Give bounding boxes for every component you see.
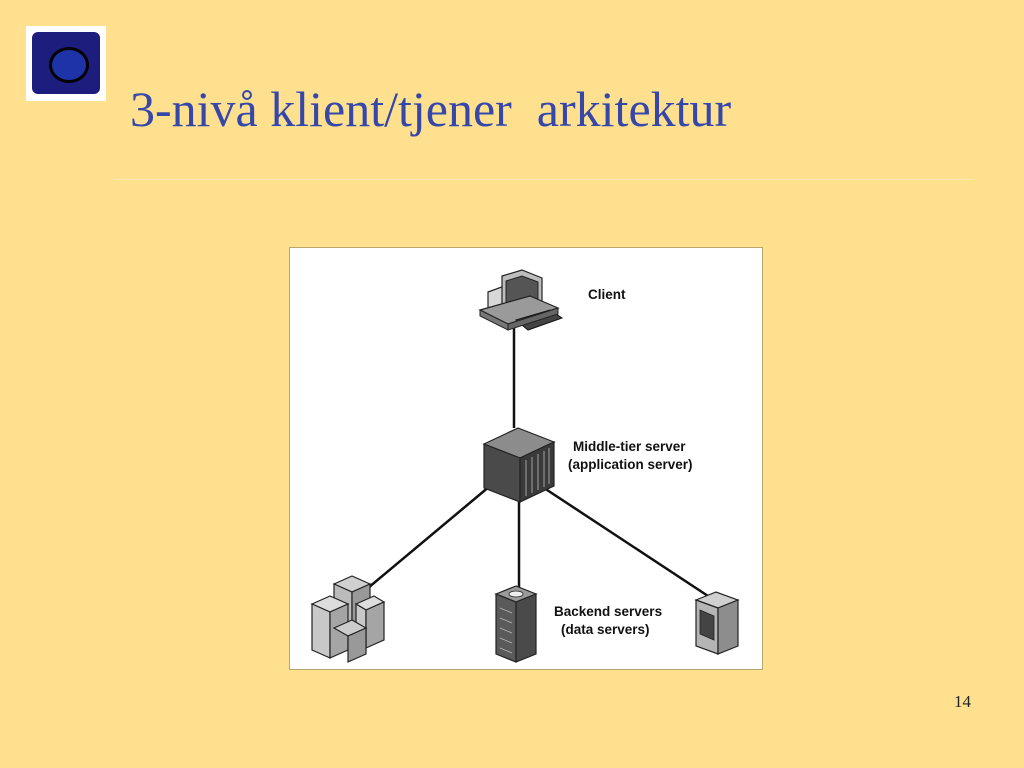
backend-server-small-icon <box>694 591 740 655</box>
middle-tier-label: Middle-tier server <box>573 439 686 454</box>
architecture-diagram: Client Middle-tier server (application s… <box>289 247 763 670</box>
backend-sublabel: (data servers) <box>561 622 650 637</box>
middle-tier-server-icon <box>482 427 556 503</box>
client-computer-icon <box>478 269 564 331</box>
backend-server-cluster-icon <box>310 575 386 663</box>
logo-ring <box>49 47 89 83</box>
middle-to-backend-left-line <box>367 485 491 589</box>
client-label: Client <box>588 287 626 302</box>
diagram-canvas <box>310 269 740 663</box>
logo-square <box>32 32 100 94</box>
backend-server-tower-icon <box>494 585 538 663</box>
title-divider <box>114 179 974 180</box>
backend-label: Backend servers <box>554 604 663 619</box>
logo <box>26 26 106 101</box>
slide-title: 3-nivå klient/tjener arkitektur <box>130 81 732 137</box>
page-number: 14 <box>954 692 971 711</box>
middle-to-backend-right-line <box>537 482 709 598</box>
connection-lines <box>367 328 709 598</box>
middle-tier-sublabel: (application server) <box>568 457 693 472</box>
